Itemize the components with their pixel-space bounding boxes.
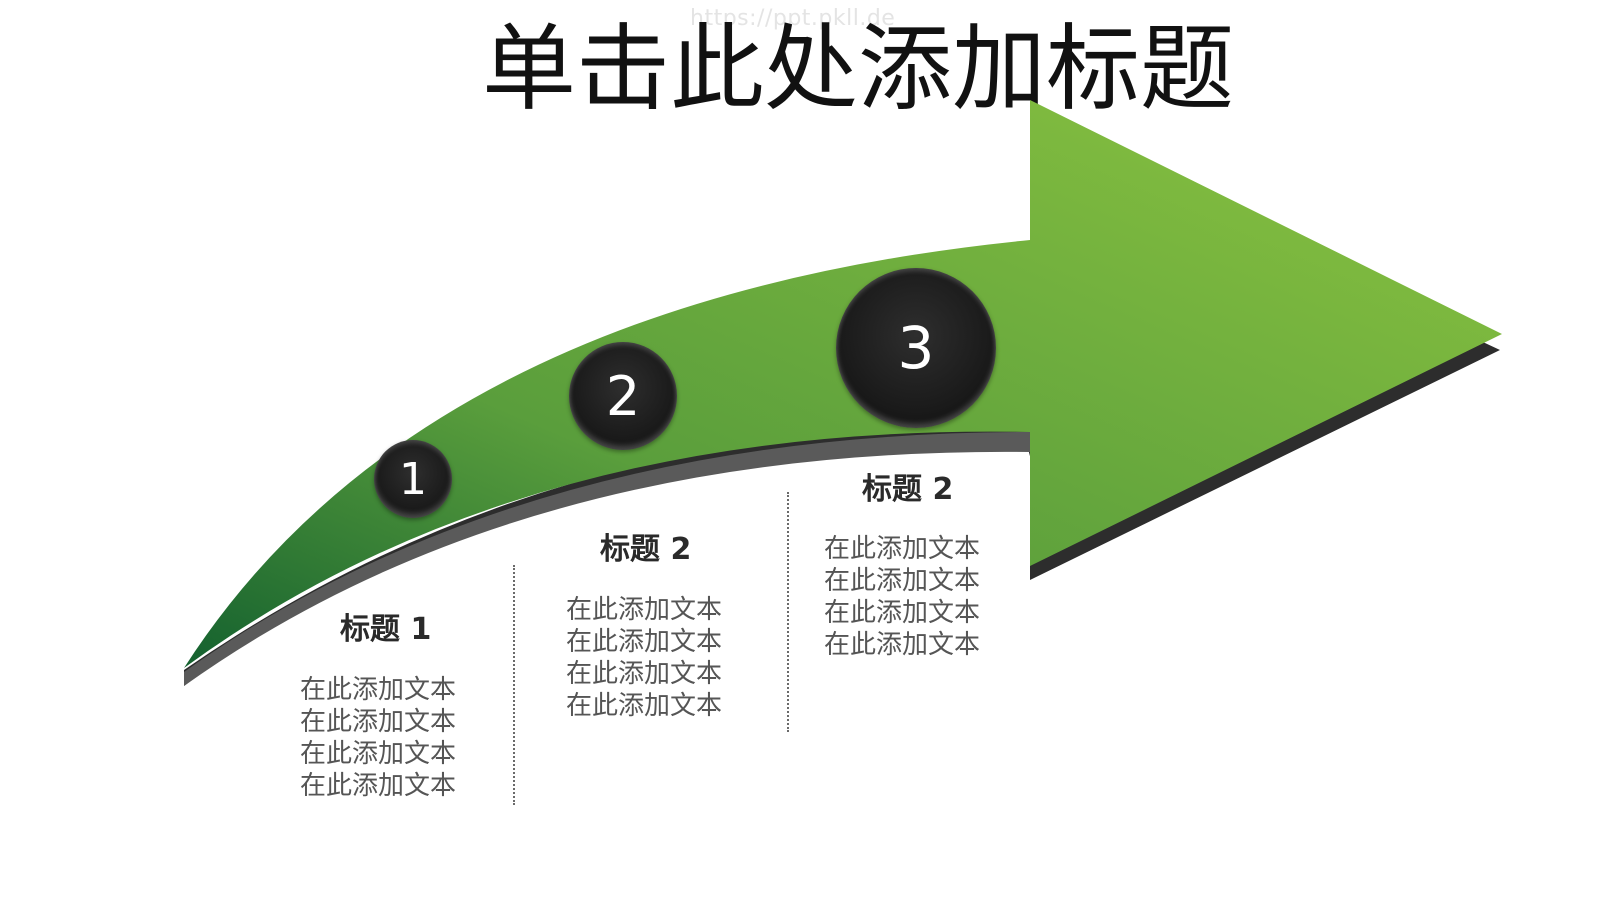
arrow-body bbox=[184, 100, 1502, 668]
step-3-line: 在此添加文本 bbox=[824, 534, 981, 564]
step-1-line: 在此添加文本 bbox=[300, 771, 457, 801]
step-1-line: 在此添加文本 bbox=[300, 707, 457, 737]
step-2-line: 在此添加文本 bbox=[566, 627, 723, 657]
step-1-text[interactable]: 在此添加文本 在此添加文本 在此添加文本 在此添加文本 bbox=[300, 674, 456, 802]
step-1-line: 在此添加文本 bbox=[300, 675, 457, 705]
watermark: https://ppt.pkll.de bbox=[690, 6, 896, 31]
step-3-circle: 3 bbox=[836, 268, 996, 428]
step-3-heading[interactable]: 标题 2 bbox=[862, 472, 954, 507]
step-2-line: 在此添加文本 bbox=[566, 595, 723, 625]
step-1-circle: 1 bbox=[374, 440, 452, 518]
step-3-line: 在此添加文本 bbox=[824, 630, 981, 660]
divider-2 bbox=[787, 492, 789, 732]
step-1-line: 在此添加文本 bbox=[300, 739, 457, 769]
step-2-circle: 2 bbox=[569, 342, 677, 450]
divider-1 bbox=[513, 565, 515, 805]
step-3-text[interactable]: 在此添加文本 在此添加文本 在此添加文本 在此添加文本 bbox=[824, 533, 980, 661]
arrow-underside bbox=[184, 432, 1030, 686]
step-2-line: 在此添加文本 bbox=[566, 691, 723, 721]
step-2-heading[interactable]: 标题 2 bbox=[600, 532, 692, 567]
step-2-line: 在此添加文本 bbox=[566, 659, 723, 689]
step-2-text[interactable]: 在此添加文本 在此添加文本 在此添加文本 在此添加文本 bbox=[566, 594, 722, 722]
step-1-heading[interactable]: 标题 1 bbox=[340, 612, 432, 647]
page-title[interactable]: 单击此处添加标题 bbox=[482, 15, 1235, 124]
step-3-line: 在此添加文本 bbox=[824, 566, 981, 596]
step-3-line: 在此添加文本 bbox=[824, 598, 981, 628]
